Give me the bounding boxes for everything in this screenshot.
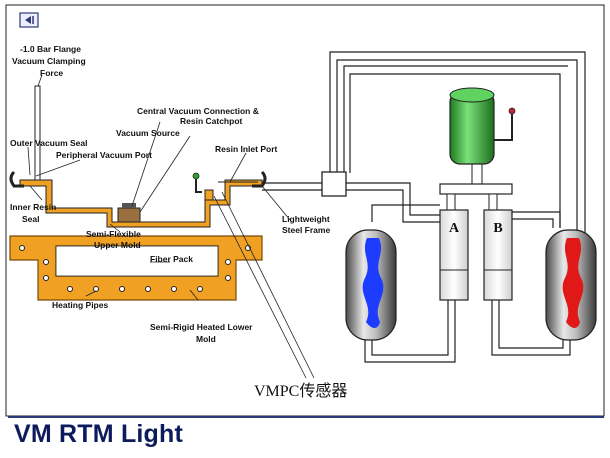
flange-post [34, 85, 41, 187]
label-inner-seal-2: Seal [22, 214, 40, 224]
label-flange-1: -1.0 Bar Flange [20, 44, 81, 54]
label-fiber-pack: Fiber Pack [150, 254, 193, 264]
cylinder-b [483, 209, 513, 301]
label-outer-seal: Outer Vacuum Seal [10, 138, 87, 148]
page-title: VM RTM Light [14, 420, 184, 448]
label-steel-frame-1: Lightweight [282, 214, 330, 224]
label-central-vacuum-1: Central Vacuum Connection & [137, 106, 259, 116]
fiber-pack [55, 245, 219, 277]
label-flange-3: Force [40, 68, 63, 78]
cylinder-a-label: A [449, 221, 460, 236]
label-vacuum-source: Vacuum Source [116, 128, 180, 138]
resin-inlet [204, 189, 214, 201]
label-vmpc: VMPC传感器 [254, 382, 347, 400]
left-clamp [9, 170, 24, 188]
mold-assembly [9, 85, 267, 301]
catchpot [117, 207, 141, 223]
footer-divider [8, 416, 604, 418]
label-central-vacuum-2: Resin Catchpot [180, 116, 243, 126]
label-flange-2: Vacuum Clamping [12, 56, 86, 66]
blue-resin [362, 238, 384, 328]
crossbar [439, 183, 513, 195]
label-heating-pipes: Heating Pipes [52, 300, 108, 310]
cylinder-b-label: B [493, 221, 502, 236]
label-upper-mold-1: Semi-Flexible [86, 229, 141, 239]
label-peripheral-port: Peripheral Vacuum Port [56, 150, 152, 160]
injection-unit: A B [439, 87, 516, 301]
back-arrow-icon[interactable] [19, 12, 39, 28]
heating-pipes [19, 245, 251, 292]
cylinder-a [439, 209, 469, 301]
label-lower-mold-1: Semi-Rigid Heated Lower [150, 322, 253, 332]
valve [195, 178, 202, 193]
blue-resin-tank [345, 229, 397, 341]
leader-lines [27, 74, 315, 379]
red-resin [562, 238, 584, 328]
motor-knob [508, 107, 516, 115]
label-steel-frame-2: Steel Frame [282, 225, 330, 235]
label-resin-inlet: Resin Inlet Port [215, 144, 278, 154]
right-clamp [252, 170, 267, 188]
motor-handle [494, 112, 513, 141]
label-lower-mold-2: Mold [196, 334, 216, 344]
labels: -1.0 Bar Flange Vacuum Clamping Force Ce… [10, 44, 347, 400]
red-resin-tank [545, 229, 597, 341]
motor-cap [449, 87, 495, 103]
motor [449, 91, 495, 165]
hose-network [262, 51, 586, 363]
label-upper-mold-2: Upper Mold [94, 240, 141, 250]
junction-box [321, 171, 347, 197]
label-inner-seal-1: Inner Resin [10, 202, 56, 212]
